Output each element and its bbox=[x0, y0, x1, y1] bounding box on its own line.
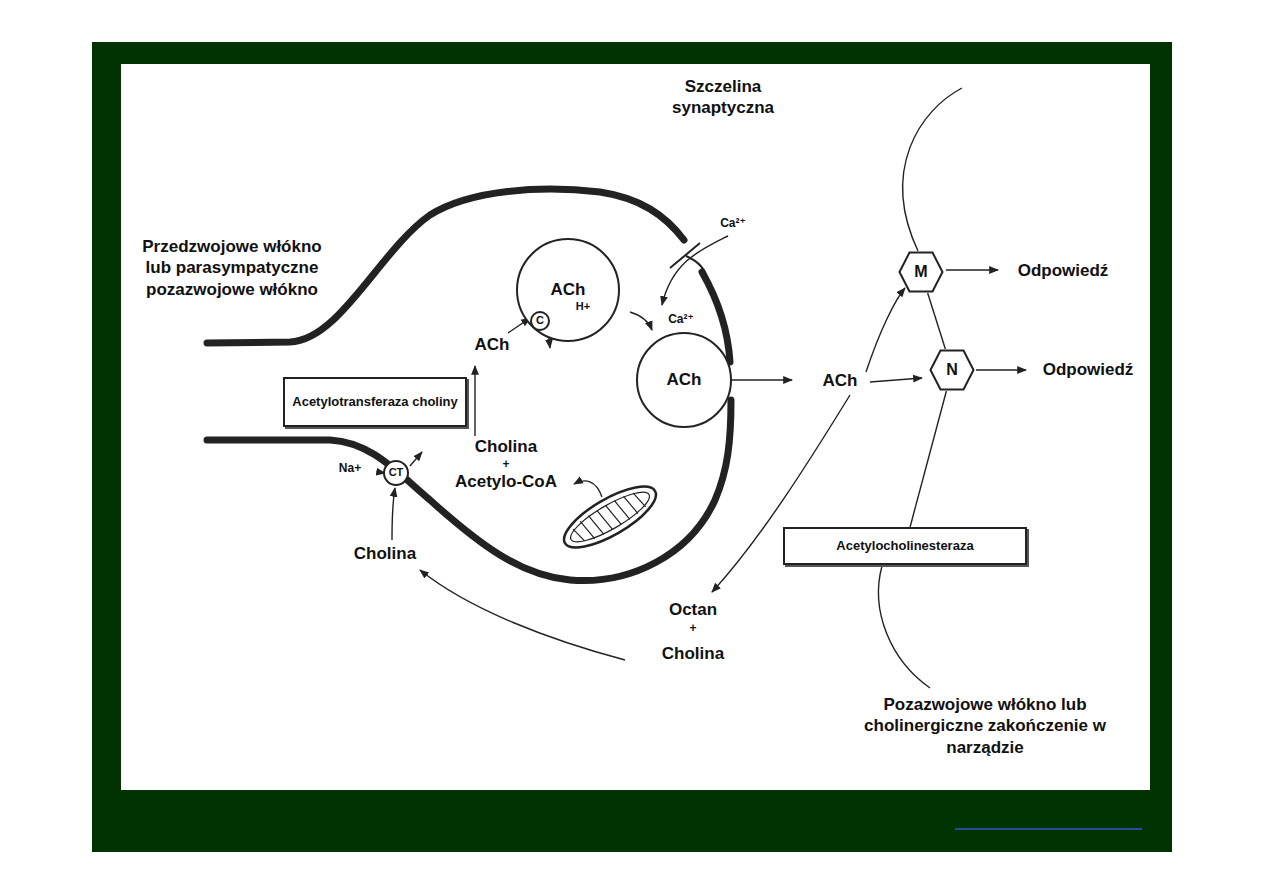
transporter-circle: C bbox=[530, 311, 550, 331]
fiber-label: Przedzwojowe włókno lub parasympatyczne … bbox=[130, 236, 335, 300]
vesicle: ACh bbox=[636, 332, 732, 428]
white-panel bbox=[121, 64, 1150, 790]
molecule-label: Octan bbox=[669, 599, 717, 620]
ion-label: H+ bbox=[576, 300, 590, 314]
node-text: M bbox=[914, 262, 927, 281]
node-text: ACh bbox=[667, 370, 702, 390]
receptor-hexagon: N bbox=[929, 349, 975, 391]
plus-sign: + bbox=[689, 621, 696, 636]
node-text: N bbox=[946, 360, 958, 379]
node-text: C bbox=[536, 314, 544, 327]
transporter-circle: CT bbox=[383, 460, 409, 486]
molecule-label: Cholina bbox=[354, 543, 416, 564]
link-underline bbox=[955, 828, 1142, 830]
enzyme-box: Acetylotransferaza choliny bbox=[283, 377, 467, 427]
molecule-label: Cholina bbox=[662, 643, 724, 664]
node-text: Acetylotransferaza choliny bbox=[292, 394, 457, 410]
molecule-label: ACh bbox=[475, 334, 510, 355]
enzyme-box: Acetylocholinesteraza bbox=[783, 527, 1027, 565]
node-text: Acetylocholinesteraza bbox=[836, 538, 973, 554]
response-label: Odpowiedź bbox=[1018, 260, 1109, 281]
molecule-label: Acetylo-CoA bbox=[455, 471, 557, 492]
receptor-hexagon: M bbox=[898, 251, 944, 293]
node-text: CT bbox=[389, 466, 404, 479]
terminal-membrane bbox=[207, 400, 731, 581]
ion-label: Na+ bbox=[339, 461, 361, 476]
ion-label: Ca²⁺ bbox=[668, 312, 694, 327]
fiber-label: Pozazwojowe włókno lub cholinergiczne za… bbox=[860, 694, 1110, 758]
membrane-connector bbox=[928, 293, 946, 349]
plus-sign: + bbox=[502, 457, 509, 472]
molecule-label: ACh bbox=[823, 370, 858, 391]
region-label: Szczelina synaptyczna bbox=[648, 76, 798, 119]
ion-label: Ca²⁺ bbox=[720, 216, 746, 231]
node-text: ACh bbox=[551, 280, 586, 300]
reaction-arrow bbox=[378, 236, 1026, 660]
membrane-connector bbox=[910, 391, 946, 527]
mitochondrion bbox=[556, 475, 664, 558]
molecule-label: Cholina bbox=[475, 436, 537, 457]
response-label: Odpowiedź bbox=[1043, 359, 1134, 380]
